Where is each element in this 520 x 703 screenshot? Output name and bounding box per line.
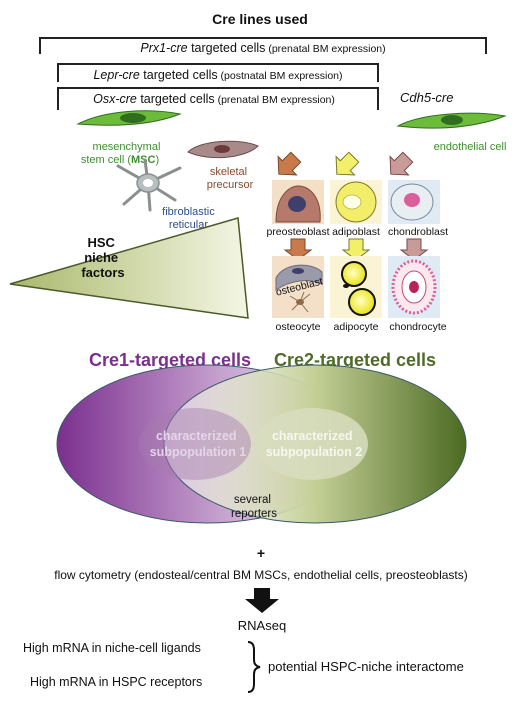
cdh5-cre-label: Cdh5-cre [400, 90, 453, 105]
arrow-to-chondroblast [389, 151, 414, 176]
bracket-osx [57, 87, 379, 110]
subpopulation-2-ellipse [256, 408, 368, 480]
arrow-to-adipocyte [341, 238, 371, 261]
endothelial-cell-label: endothelial cell [434, 141, 507, 153]
mrna-receptors-text: High mRNA in HSPC receptors [30, 675, 202, 689]
fibroblastic-reticular-cell-icon [116, 158, 182, 212]
msc-cell-icon [76, 110, 182, 126]
subpopulation-1-label: characterized subpopulation 1 [150, 429, 247, 459]
niche-factors-triangle [9, 217, 249, 319]
bracket-prx1 [39, 37, 487, 54]
chondrocyte-cell-icon [388, 256, 440, 318]
osteocyte-cell-icon [272, 256, 324, 318]
figure-title: Cre lines used [212, 11, 308, 27]
arrow-to-osteocyte [283, 238, 313, 261]
cre-line-prx1: Prx1-cre targeted cells (prenatal BM exp… [140, 41, 385, 55]
plus-sign: + [257, 545, 265, 561]
rnaseq-label: RNAseq [238, 618, 286, 633]
msc-label: mesenchymal stem cell (MSC) [81, 141, 164, 166]
down-arrow [245, 588, 279, 613]
preosteoblast-label: preosteoblast [266, 226, 329, 238]
interactome-text: potential HSPC-niche interactome [268, 659, 464, 674]
adipocyte-cell-icon [330, 256, 382, 318]
overlap-reporters-label: several reporters [231, 494, 277, 520]
cre-line-osx: Osx-cre targeted cells (prenatal BM expr… [93, 92, 335, 106]
adipocyte-label: adipocyte [334, 321, 379, 333]
arrow-to-chondrocyte [399, 238, 429, 261]
mrna-ligands-text: High mRNA in niche-cell ligands [23, 641, 201, 655]
osteocyte-label: osteocyte [276, 321, 321, 333]
cre-line-lepr: Lepr-cre targeted cells (postnatal BM ex… [93, 68, 342, 82]
curly-brace [247, 641, 261, 693]
chondrocyte-label: chondrocyte [389, 321, 446, 333]
subpopulation-1-ellipse [139, 408, 251, 480]
subpopulation-2-label: characterized subpopulation 2 [266, 429, 363, 459]
preosteoblast-cell-icon [272, 180, 324, 224]
adipoblast-label: adipoblast [332, 226, 380, 238]
arrow-to-preosteoblast [277, 151, 302, 176]
arrow-to-adipoblast [335, 151, 360, 176]
skeletal-precursor-icon [187, 140, 259, 159]
skeletal-precursor-label: skeletal precursor [207, 166, 254, 191]
bracket-lepr [57, 63, 379, 82]
niche-factors-label: HSC niche factors [81, 235, 124, 280]
chondroblast-cell-icon [388, 180, 440, 224]
chondroblast-label: chondroblast [388, 226, 448, 238]
adipoblast-cell-icon [330, 180, 382, 224]
flow-cytometry-text: flow cytometry (endosteal/central BM MSC… [54, 568, 468, 582]
endothelial-cell-icon [396, 112, 507, 129]
